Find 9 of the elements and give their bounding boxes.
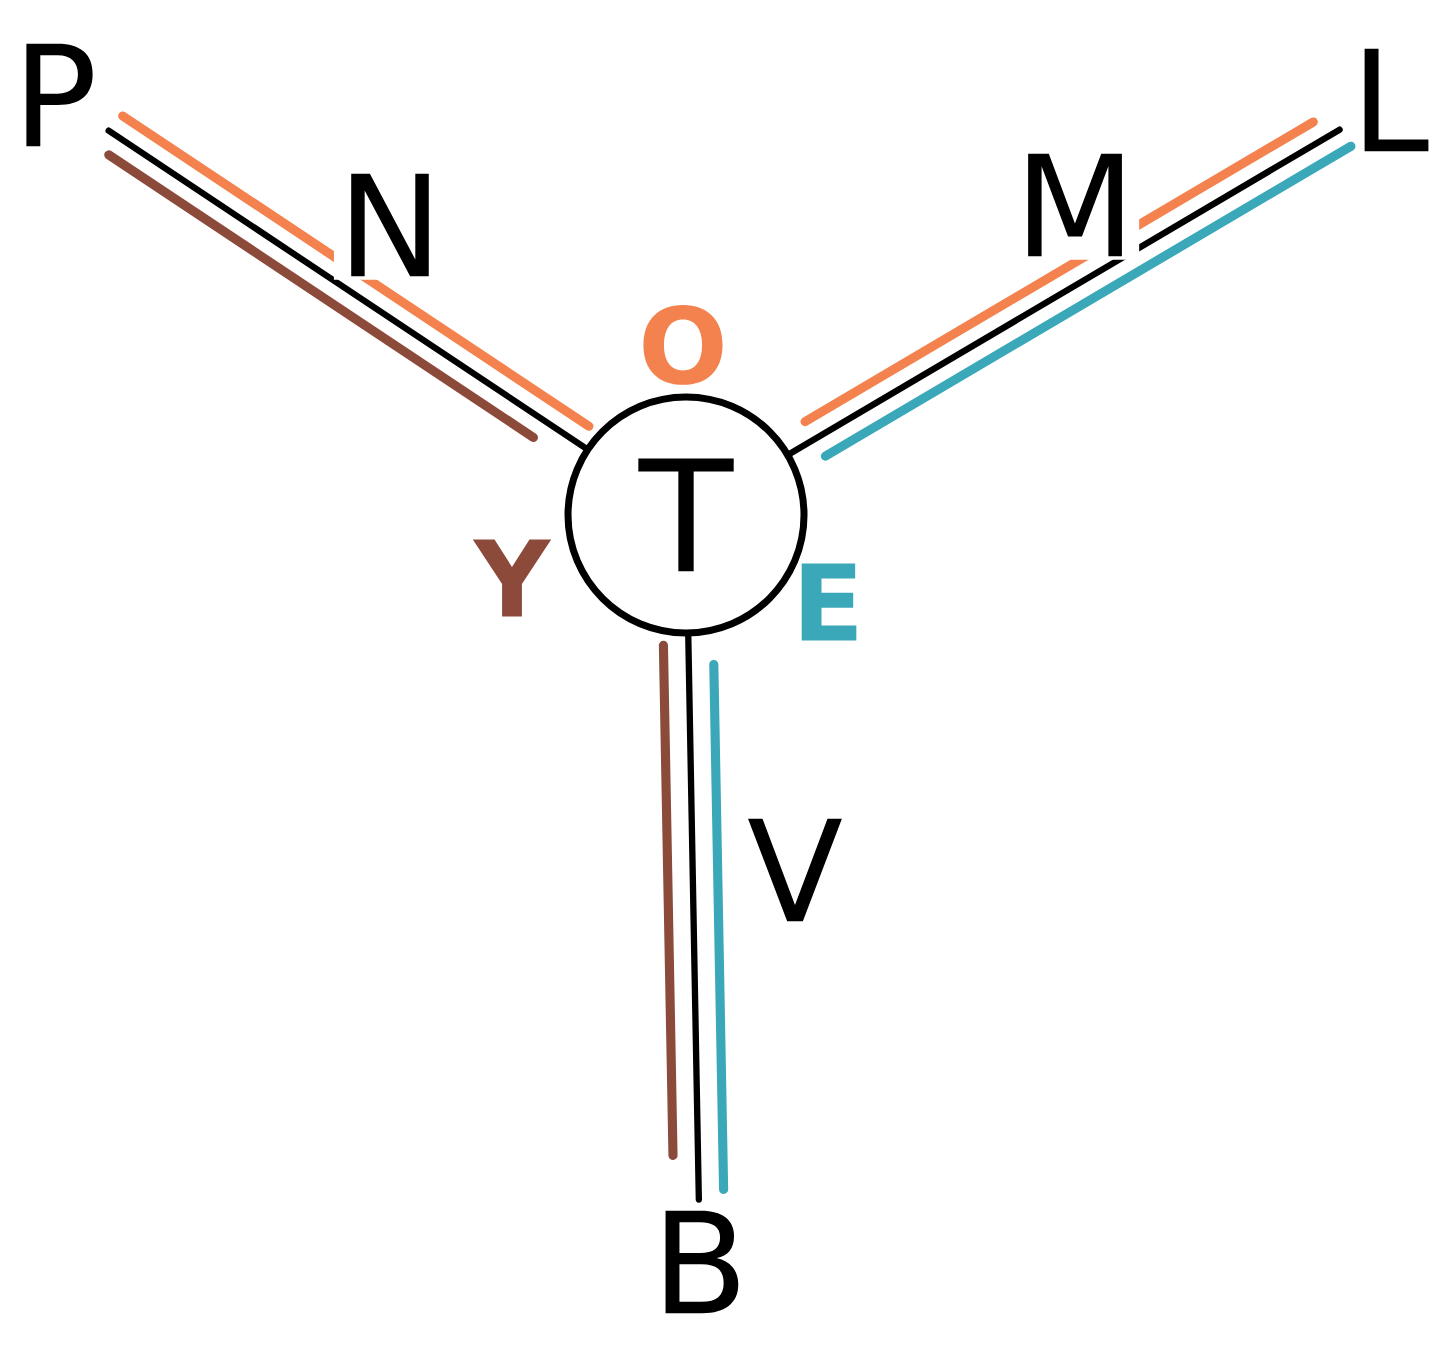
text-label: Y	[472, 539, 552, 617]
edge-label: M	[1010, 150, 1140, 260]
end-label: P	[26, 43, 93, 147]
edge-label: V	[743, 815, 847, 925]
end-label: L	[1364, 48, 1429, 152]
connector-line	[685, 633, 702, 1203]
text-label: O	[643, 305, 723, 385]
end-label: B	[665, 1210, 739, 1314]
edge-label: N	[333, 170, 447, 280]
